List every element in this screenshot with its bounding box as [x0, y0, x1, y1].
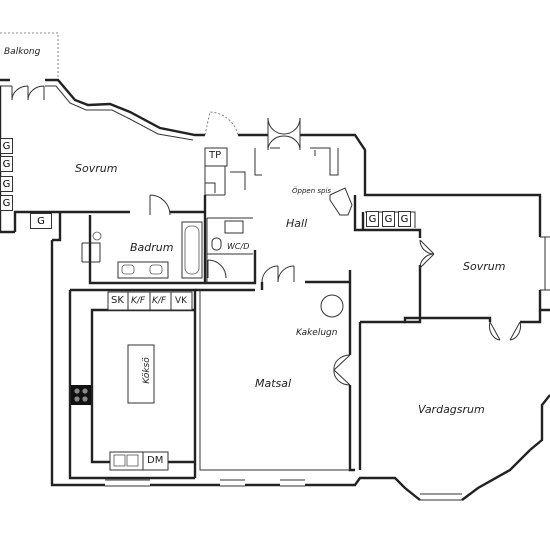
- bath-sink-2: [149, 264, 163, 275]
- windows-bottom: [105, 479, 462, 501]
- kitchen-sink-1: [113, 454, 126, 467]
- label-badrum: Badrum: [130, 241, 174, 254]
- top-door-dashed: [204, 111, 239, 136]
- wardrobe-hall-1: G: [366, 211, 379, 227]
- label-koksö: Köksö: [141, 357, 152, 384]
- bathtub: [181, 221, 203, 279]
- wardrobe-hall-3: G: [398, 211, 411, 227]
- closet-near-tp: [204, 166, 246, 196]
- shower: [81, 242, 101, 263]
- label-vk: VK: [175, 296, 188, 306]
- label-sk: SK: [111, 295, 124, 306]
- matsal-vardagsrum-door: [333, 354, 351, 386]
- wc-sink: [224, 220, 244, 234]
- label-vardagsrum: Vardagsrum: [418, 403, 485, 416]
- bathroom-door: [149, 194, 171, 216]
- outer-wall-right: [529, 394, 550, 451]
- label-wcd: WC/D: [227, 242, 250, 251]
- balcony-door: [11, 85, 45, 101]
- label-sovrum-right: Sovrum: [463, 260, 506, 273]
- sovrum-left-bottom-wall: [13, 210, 205, 232]
- matsal-door: [261, 265, 295, 283]
- stove-burner-4: [82, 396, 88, 402]
- bathtub-inner: [184, 225, 200, 275]
- wc-walls: [206, 217, 253, 283]
- wardrobe-left-4: G: [0, 195, 13, 211]
- sovrum-right-door: [419, 239, 435, 269]
- stove-burner-2: [82, 388, 88, 394]
- label-dm: DM: [147, 455, 164, 466]
- label-tp: TP: [209, 150, 222, 161]
- matsal-walls: [195, 270, 355, 472]
- wardrobe-hall-2: G: [382, 211, 395, 227]
- label-balkong: Balkong: [4, 47, 41, 57]
- label-kf-2: K/F: [152, 296, 167, 306]
- wc-door: [207, 259, 227, 279]
- wc-toilet: [211, 237, 222, 251]
- bath-fixture-round: [92, 231, 102, 241]
- bathroom-walls: [88, 195, 257, 285]
- label-kf-1: K/F: [131, 296, 146, 306]
- kakelugn: [320, 294, 344, 318]
- kitchen-island: [127, 344, 155, 404]
- vardagsrum-door-top: [489, 321, 521, 341]
- outer-wall-top-left: [0, 78, 420, 197]
- stove-burner-3: [74, 396, 80, 402]
- wardrobe-bottom-left: G: [30, 213, 52, 229]
- hall-walls: [353, 195, 542, 324]
- label-hall: Hall: [286, 217, 308, 230]
- label-sovrum-left: Sovrum: [75, 162, 118, 175]
- wardrobe-left-1: G: [0, 138, 13, 154]
- window-right: [540, 236, 550, 291]
- wardrobe-left-3: G: [0, 176, 13, 192]
- stove-burner-1: [74, 388, 80, 394]
- stove: [71, 385, 91, 405]
- vardagsrum-walls: [358, 320, 405, 470]
- entry-door-double: [267, 117, 301, 151]
- outer-wall-lower-left: [50, 240, 531, 501]
- label-kakelugn: Kakelugn: [296, 328, 338, 338]
- wardrobes-hall-frame: [365, 211, 416, 228]
- hall-fixtures: [254, 147, 339, 176]
- wardrobe-left-2: G: [0, 156, 13, 172]
- tp-closet: [204, 147, 228, 167]
- outer-wall-top-right: [420, 193, 550, 312]
- oppen-spis: [329, 187, 353, 216]
- bath-sink-1: [121, 264, 135, 275]
- outer-wall-left: [0, 86, 62, 242]
- label-matsal: Matsal: [255, 377, 292, 390]
- kitchen-sink-2: [126, 454, 139, 467]
- label-oppen-spis: Öppen spis: [292, 187, 332, 195]
- kitchen-sink-counter: [109, 451, 169, 471]
- inner-wall-line-top: [0, 85, 194, 141]
- matsal-inner-wall: [199, 290, 350, 471]
- bath-bench: [117, 261, 169, 279]
- kitchen-unit-dividers: [127, 292, 172, 310]
